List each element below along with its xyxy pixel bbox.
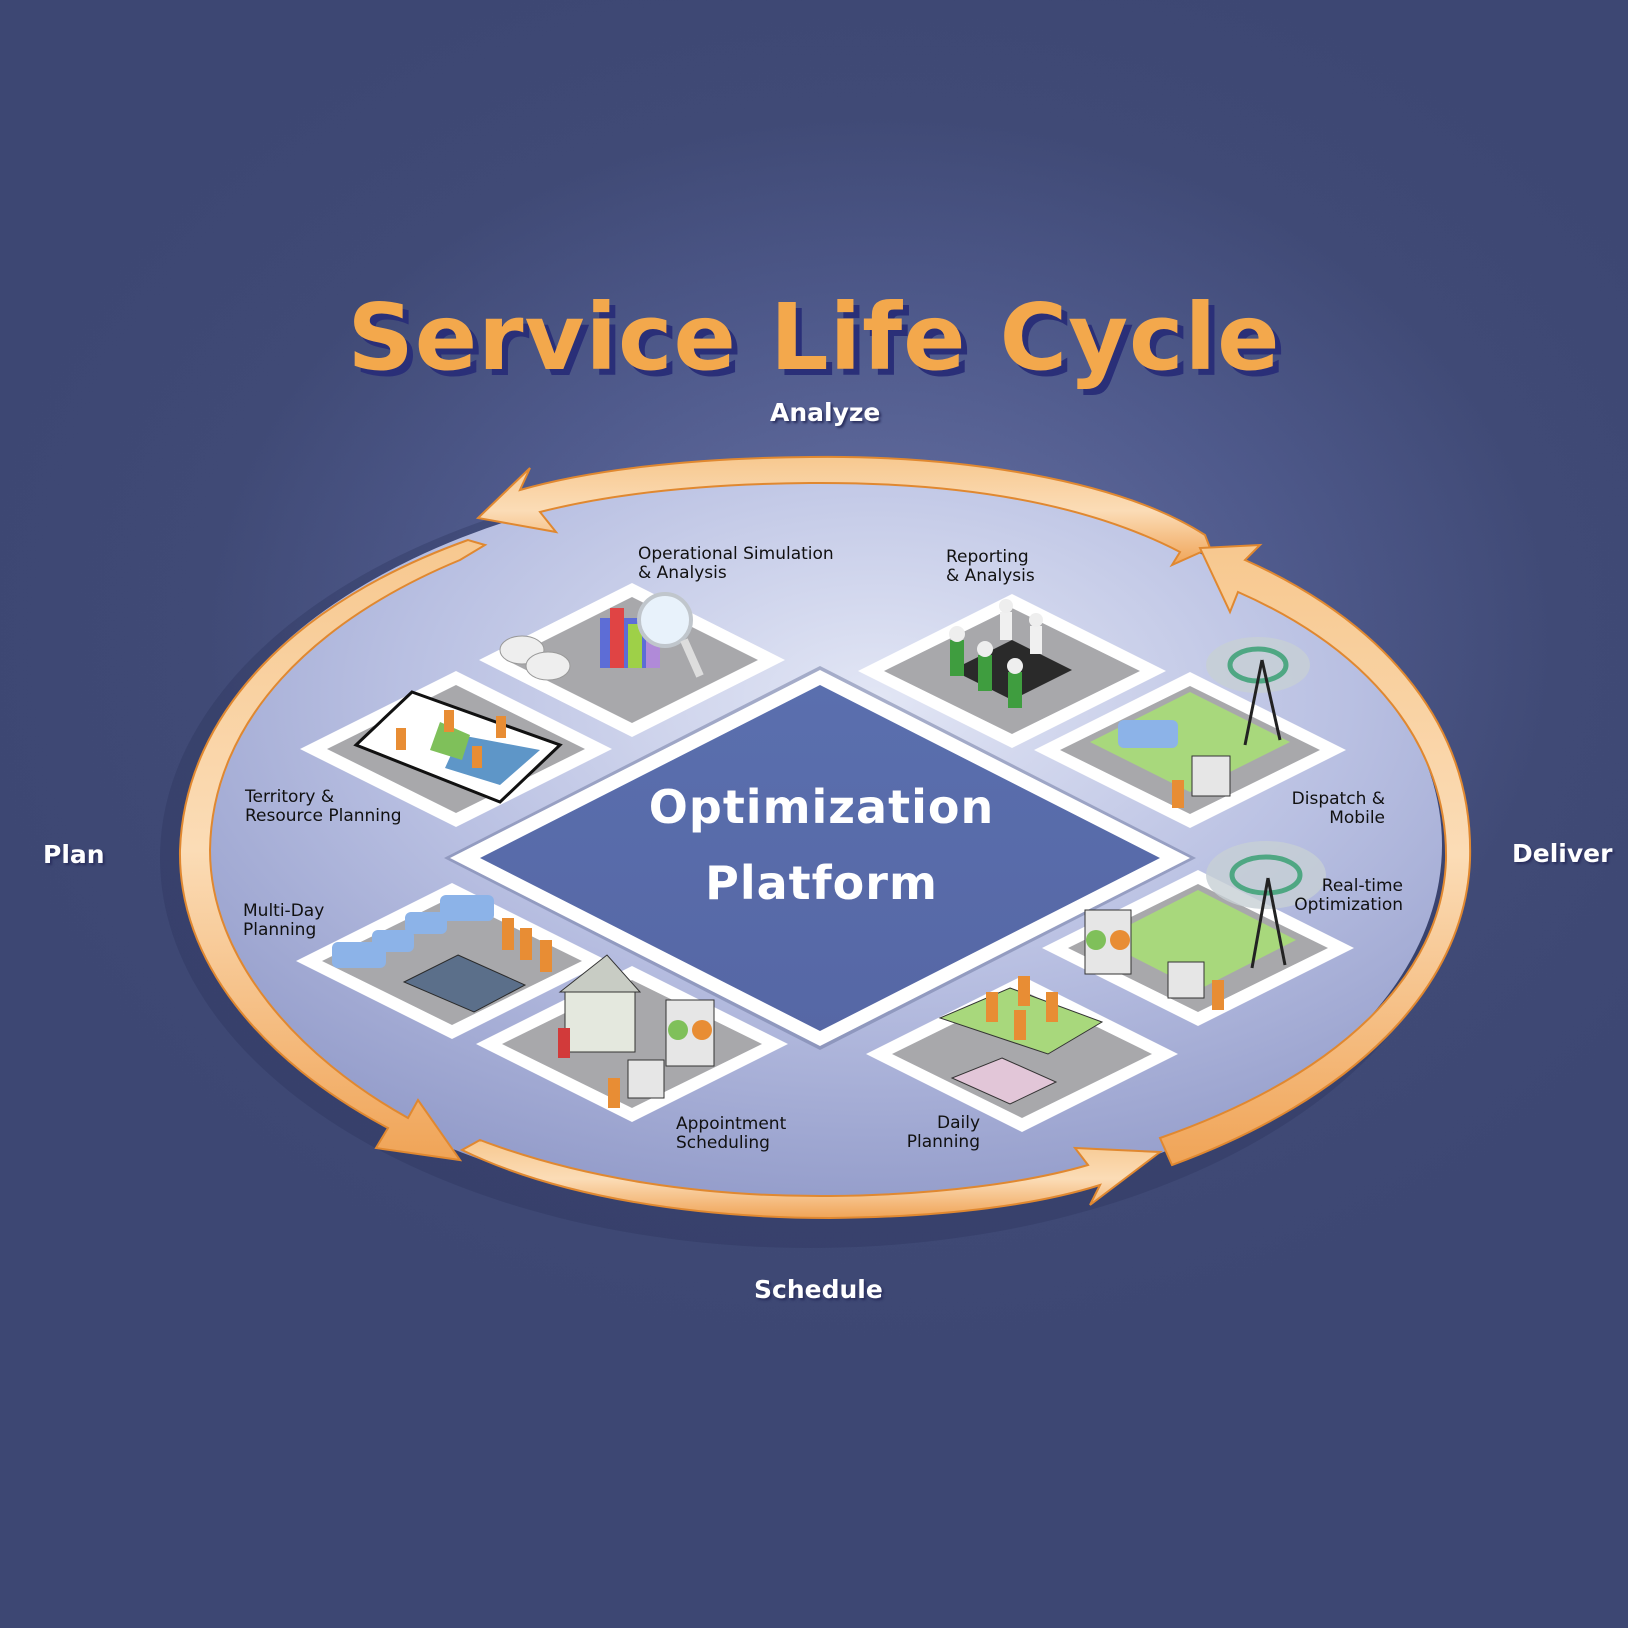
optimization-platform [444,666,1196,1050]
tile-appointment [476,954,788,1122]
platform-line-1: Optimization [648,780,995,834]
tile-realtime [1042,841,1354,1026]
label-reporting: Reporting & Analysis [946,547,1035,586]
cycle-arrows [178,455,1472,1220]
arrow-analyze [475,455,1212,568]
diagram-title: Service Life Cycle [347,284,1281,391]
house-icon [564,989,636,1053]
tile-operational-simulation [479,583,785,737]
label-daily: Daily Planning [906,1113,980,1152]
phase-schedule: Schedule [754,1275,883,1304]
tile-multiday [296,883,608,1039]
person-icon [950,640,964,676]
label-realtime: Real-time Optimization [1294,876,1403,915]
tower-icon [1250,877,1270,969]
tile-reporting [858,594,1166,748]
calendar-icon [402,954,527,1013]
computer-icon [627,1059,665,1099]
arrow-plan [178,538,488,1162]
signal-icon [1206,637,1310,693]
tile-territory [300,671,612,827]
tile-daily [866,976,1178,1132]
arrow-deliver [1158,543,1472,1167]
map-icon [1090,692,1290,792]
arrow-schedule [459,1138,1163,1220]
computer-icon [1191,755,1231,797]
phase-analyze: Analyze [770,398,881,427]
platform-line-2: Platform [705,856,938,910]
computer-icon [1167,961,1205,999]
signal-icon [1206,841,1326,909]
label-multiday: Multi-Day Planning [243,901,325,940]
label-appointment: Appointment Scheduling [676,1114,787,1153]
phase-deliver: Deliver [1512,839,1613,868]
tower-icon [1243,659,1264,746]
tiles [296,583,1354,1132]
label-dispatch: Dispatch & Mobile [1291,789,1385,828]
label-operational-simulation: Operational Simulation & Analysis [638,544,834,583]
label-territory: Territory & Resource Planning [245,787,402,826]
map-icon [1100,890,1296,990]
phase-plan: Plan [43,840,105,869]
tile-dispatch [1034,637,1346,828]
magnifier-icon [637,592,693,648]
calendar-icon [950,1057,1058,1105]
car-icon [440,895,494,921]
car-icon [1118,720,1178,748]
